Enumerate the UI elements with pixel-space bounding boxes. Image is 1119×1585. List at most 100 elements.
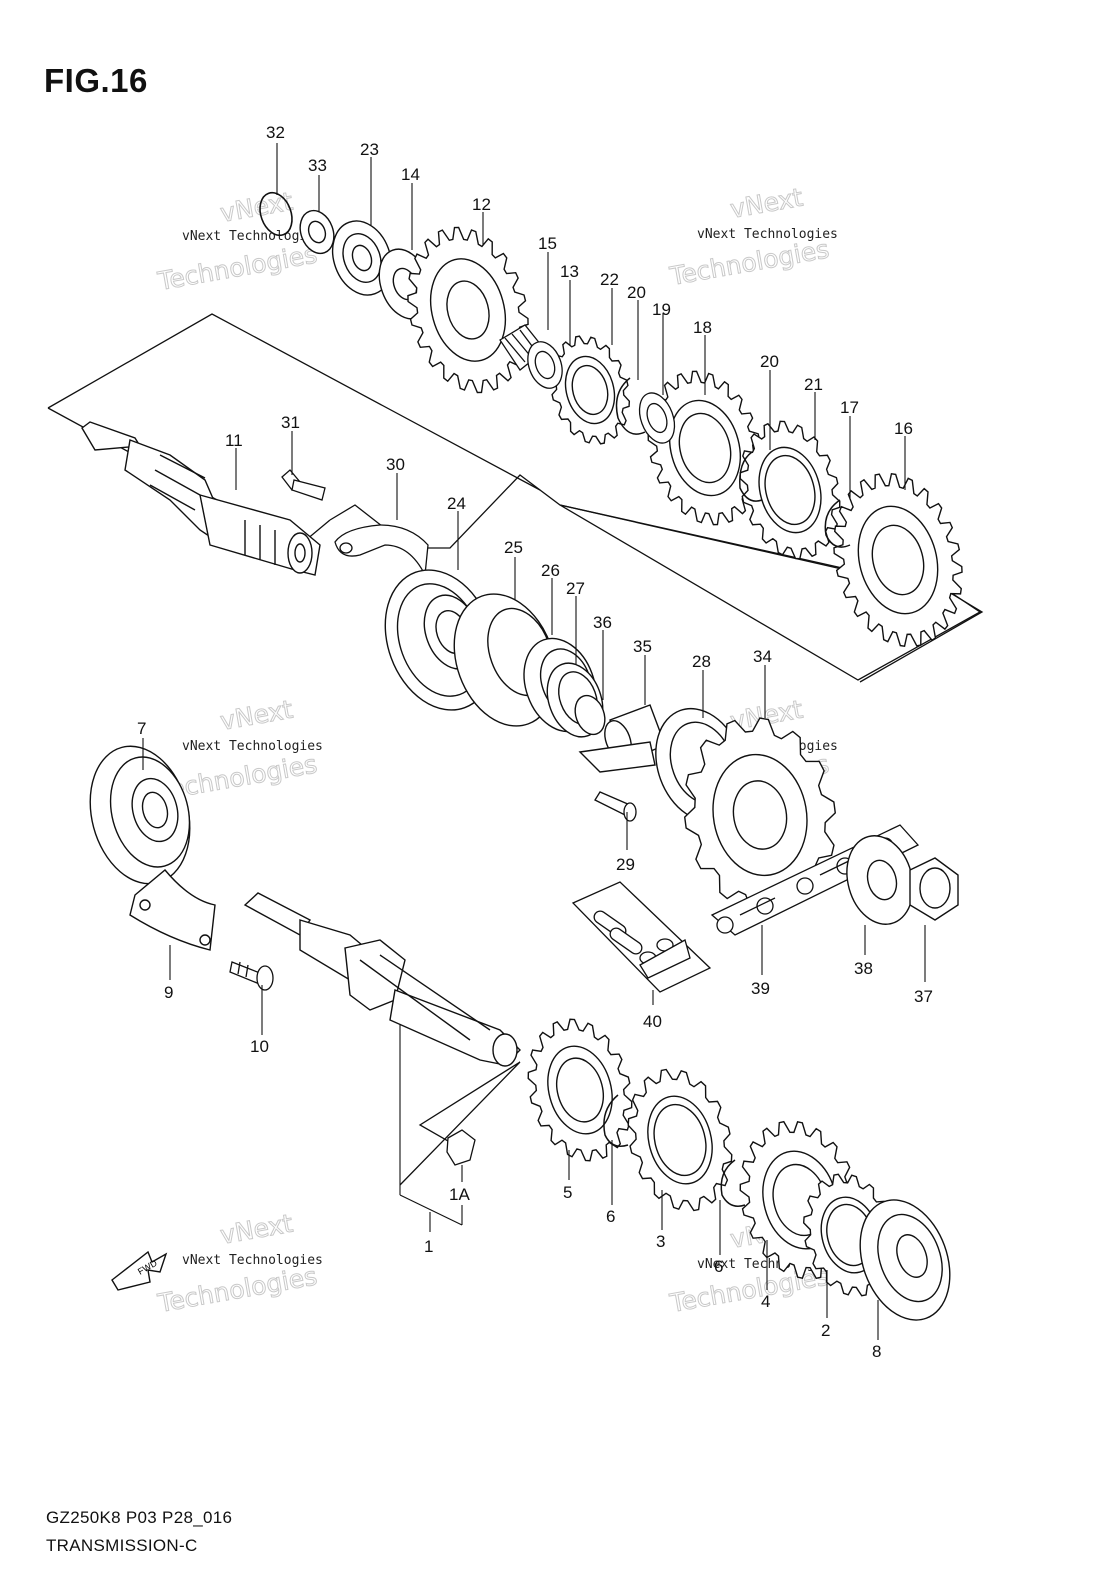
gear-3-hub <box>653 1103 707 1177</box>
callout-label: 35 <box>633 637 652 656</box>
callout-label: 11 <box>225 431 243 450</box>
callout-label: 24 <box>447 494 466 513</box>
gear-16-hub <box>871 524 925 596</box>
callout-label: 31 <box>281 413 300 432</box>
watermark-text: vNext <box>218 187 295 228</box>
callout-label: 39 <box>751 979 770 998</box>
callout-label: 1A <box>449 1185 470 1204</box>
callout-label: 19 <box>652 300 671 319</box>
circlip-20 <box>615 377 763 502</box>
callout-label: 28 <box>692 652 711 671</box>
callout-label: 4 <box>761 1292 770 1311</box>
washer-19 <box>638 392 676 444</box>
callout-label: 16 <box>894 419 913 438</box>
callout-label: 2 <box>821 1321 830 1340</box>
callout-label: 18 <box>693 318 712 337</box>
watermark-text: Technologies <box>667 234 831 291</box>
bearing-retainer-9 <box>129 869 216 951</box>
gear-22-hub <box>571 364 609 416</box>
figure-title: FIG.16 <box>44 62 148 99</box>
callout-label: 17 <box>840 398 859 417</box>
forward-direction-arrow: FWD <box>111 1250 168 1291</box>
callout-label: 14 <box>401 165 420 184</box>
washer-33 <box>299 209 335 255</box>
washer-38 <box>846 835 914 925</box>
countershaft <box>81 421 321 576</box>
gear-5 <box>527 1018 633 1162</box>
gear-5-hub <box>556 1057 604 1123</box>
bearing-8 <box>859 1199 951 1321</box>
watermark-text: Technologies <box>155 1261 319 1318</box>
callout-label: 29 <box>616 855 635 874</box>
callout-label: 6 <box>606 1207 615 1226</box>
callout-label: 30 <box>386 455 405 474</box>
model-code: GZ250K8 P03 P28_016 <box>46 1508 233 1527</box>
washer-13 <box>527 341 563 389</box>
watermark-text: vNext Technologies <box>182 1253 323 1268</box>
screw-10 <box>229 961 274 991</box>
chain-joint-40 <box>593 910 691 979</box>
callout-label: 8 <box>872 1342 881 1361</box>
gear-21-hub <box>764 454 816 526</box>
callout-label: 37 <box>914 987 933 1006</box>
callout-label: 26 <box>541 561 560 580</box>
watermark-text: Technologies <box>155 239 319 296</box>
callout-label: 5 <box>563 1183 572 1202</box>
driveshaft-assembly-outline <box>399 1061 521 1186</box>
chain-joint-outline <box>571 881 712 993</box>
bearing-retainer-30 <box>334 524 429 578</box>
callout-label: 20 <box>760 352 779 371</box>
bush-1A <box>446 1129 476 1166</box>
gear-16 <box>833 472 963 648</box>
nut-37 <box>909 857 959 921</box>
callout-label: 10 <box>250 1037 269 1056</box>
callout-label: 13 <box>560 262 579 281</box>
circlip-32 <box>259 191 293 237</box>
callout-label: 7 <box>137 719 146 738</box>
callout-label: 3 <box>656 1232 665 1251</box>
callout-label: 38 <box>854 959 873 978</box>
gear-template-hub <box>446 280 490 340</box>
watermark-text: vNext Technologies <box>182 739 323 754</box>
callout-label: 25 <box>504 538 523 557</box>
callout-label: 23 <box>360 140 379 159</box>
leader-lines <box>142 143 926 1340</box>
callout-label: 27 <box>566 579 585 598</box>
bearing-23 <box>331 220 393 296</box>
sprocket-34-hub <box>732 780 788 850</box>
callout-label: 33 <box>308 156 327 175</box>
gear-18-hub <box>678 412 732 484</box>
gear-12 <box>407 226 529 394</box>
watermark-text: vNext Technologies <box>697 227 838 242</box>
callout-label: 21 <box>804 375 823 394</box>
section-name: TRANSMISSION-C <box>46 1536 198 1555</box>
callout-label: 20 <box>627 283 646 302</box>
driveshaft <box>243 892 521 1067</box>
callout-label: 12 <box>472 195 491 214</box>
watermark-text: vNext <box>218 1209 295 1250</box>
bearing-7 <box>89 745 191 885</box>
callout-label: 9 <box>164 983 173 1002</box>
callout-label: 32 <box>266 123 285 142</box>
callout-label: 40 <box>643 1012 662 1031</box>
callout-label: 36 <box>593 613 612 632</box>
callout-labels: 32 33 23 14 12 15 13 22 20 19 18 20 21 1… <box>137 123 933 1361</box>
washer-17 <box>824 499 851 548</box>
screw-29 <box>594 791 637 822</box>
watermark-text: vNext <box>218 695 295 736</box>
gear-21 <box>739 420 841 560</box>
gear-18 <box>647 370 763 526</box>
callout-label: 34 <box>753 647 772 666</box>
callout-label: 6 <box>714 1257 723 1276</box>
callout-label: 1 <box>424 1237 433 1256</box>
circlip-6 <box>603 1094 746 1207</box>
callout-label: 15 <box>538 234 557 253</box>
o-ring-36 <box>574 694 606 736</box>
bolt-31 <box>281 469 326 501</box>
watermark-text: vNext <box>728 183 805 224</box>
gear-3 <box>627 1068 733 1212</box>
callout-label: 22 <box>600 270 619 289</box>
gear-22 <box>549 335 631 445</box>
sprocket-34 <box>683 717 837 913</box>
